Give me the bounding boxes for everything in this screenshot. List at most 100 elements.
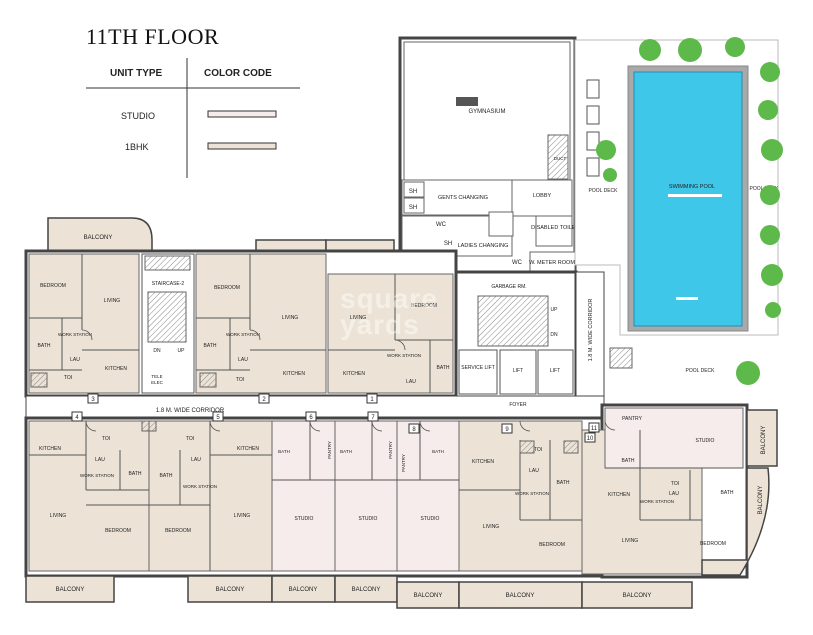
svg-text:BALCONY: BALCONY [352, 587, 381, 593]
svg-text:BEDROOM: BEDROOM [165, 528, 191, 534]
svg-text:WORK STATION: WORK STATION [80, 473, 114, 478]
vertical-corridor-label: 1.8 M. WIDE CORRIDOR [588, 299, 594, 362]
svg-text:SH: SH [444, 241, 452, 247]
balcony-right-curved [701, 467, 770, 576]
unit-number-4: 4 [75, 415, 79, 421]
unit-7-studio [334, 420, 398, 572]
unit-1-1bhk [327, 273, 454, 394]
svg-text:TOI: TOI [186, 436, 194, 442]
svg-text:BALCONY: BALCONY [84, 235, 113, 241]
balcony-top-left [47, 217, 153, 253]
legend-label-studio: STUDIO [121, 111, 156, 121]
svg-text:BALCONY: BALCONY [56, 587, 85, 593]
svg-text:DN: DN [550, 332, 558, 338]
svg-text:BEDROOM: BEDROOM [700, 541, 726, 547]
svg-text:UP: UP [551, 307, 559, 313]
svg-text:KITCHEN: KITCHEN [283, 371, 305, 377]
legend-swatch-studio [207, 110, 277, 118]
unit-11-studio [604, 407, 744, 469]
svg-text:STUDIO: STUDIO [696, 438, 715, 444]
unit-number-9: 9 [505, 427, 509, 433]
unit-8-studio [396, 420, 460, 572]
svg-text:LIVING: LIVING [350, 315, 367, 321]
gents-changing-label: GENTS CHANGING [438, 195, 488, 201]
balcony-bottom-7 [581, 581, 693, 609]
svg-text:TOI: TOI [236, 377, 244, 383]
unit-number-10: 10 [587, 436, 594, 442]
unit-number-box [367, 411, 379, 422]
svg-text:BEDROOM: BEDROOM [40, 283, 66, 289]
svg-text:BATH: BATH [557, 480, 570, 486]
pool-deck-label-1: POOL DECK [589, 188, 619, 194]
gym-equipment-icon [456, 97, 478, 106]
svg-text:LIVING: LIVING [622, 538, 639, 544]
unit-3-1bhk [28, 253, 140, 394]
svg-text:BATH: BATH [721, 490, 734, 496]
legend-swatch-1bhk [207, 142, 277, 150]
unit-number-8: 8 [412, 427, 416, 433]
unit-number-box [71, 411, 83, 422]
foyer-label: FOYER [509, 402, 527, 408]
svg-text:KITCHEN: KITCHEN [608, 492, 630, 498]
balcony-bottom-5 [396, 581, 460, 609]
palm-trees [596, 37, 783, 385]
unit-number-2: 2 [262, 397, 266, 403]
svg-text:WORK STATION: WORK STATION [387, 353, 421, 358]
svg-text:ELEC: ELEC [151, 380, 164, 385]
door-swings [81, 329, 616, 432]
svg-text:BEDROOM: BEDROOM [411, 303, 437, 309]
svg-text:BATH: BATH [437, 365, 450, 371]
unit-2-1bhk [195, 253, 327, 394]
legend-header-color-code: COLOR CODE [204, 68, 272, 79]
svg-text:SH: SH [409, 189, 417, 195]
svg-text:WORK STATION: WORK STATION [515, 491, 549, 496]
balcony-bottom-3 [271, 575, 336, 603]
unit-number-7: 7 [371, 415, 375, 421]
svg-text:BEDROOM: BEDROOM [214, 285, 240, 291]
svg-text:TOI: TOI [64, 375, 72, 381]
meter-room-label: W. METER ROOM [529, 260, 575, 266]
svg-text:BALCONY: BALCONY [216, 587, 245, 593]
svg-text:PANTRY: PANTRY [327, 441, 332, 459]
balcony-bottom-4 [334, 575, 398, 603]
floor-title: 11TH FLOOR [86, 24, 220, 49]
unit-number-6: 6 [309, 415, 313, 421]
pool-area: SWIMMING POOL POOL DECK POOL DECK POOL D… [574, 37, 783, 385]
disabled-toilet-label: DISABLED TOILET [531, 225, 579, 231]
svg-text:LAU: LAU [669, 491, 679, 497]
svg-text:PANTRY: PANTRY [622, 416, 642, 422]
svg-text:DN: DN [153, 348, 161, 354]
legend [86, 58, 300, 178]
sun-loungers [586, 79, 600, 177]
swimming-pool [633, 71, 743, 327]
svg-text:LAU: LAU [406, 379, 416, 385]
residential-block: BALCONY BALCONY BALCONY STAIRCASE-2 DN U… [24, 217, 778, 609]
unit-number-box [258, 393, 270, 404]
svg-text:KITCHEN: KITCHEN [39, 446, 61, 452]
svg-text:BATH: BATH [432, 449, 444, 454]
legend-header-unit-type: UNIT TYPE [110, 68, 163, 79]
unit-number-box [366, 393, 378, 404]
unit-number-box [408, 423, 420, 434]
svg-text:BALCONY: BALCONY [761, 426, 767, 455]
unit-number-box [584, 432, 596, 443]
lobby-label: LOBBY [533, 193, 552, 199]
svg-text:LAU: LAU [529, 468, 539, 474]
unit-number-box [87, 393, 99, 404]
balcony-right-top [746, 409, 778, 467]
svg-text:TOI: TOI [671, 481, 679, 487]
svg-text:LIVING: LIVING [234, 513, 251, 519]
svg-text:TOI: TOI [102, 436, 110, 442]
watermark: square yards [340, 283, 438, 340]
svg-text:BATH: BATH [622, 458, 635, 464]
svg-text:PANTRY: PANTRY [388, 441, 393, 459]
svg-text:KITCHEN: KITCHEN [343, 371, 365, 377]
svg-text:TOI: TOI [534, 447, 542, 453]
svg-text:BEDROOM: BEDROOM [539, 542, 565, 548]
gymnasium-label: GYMNASIUM [468, 109, 505, 115]
unit-4-1bhk [28, 420, 150, 572]
balcony-bottom-1 [25, 575, 115, 603]
